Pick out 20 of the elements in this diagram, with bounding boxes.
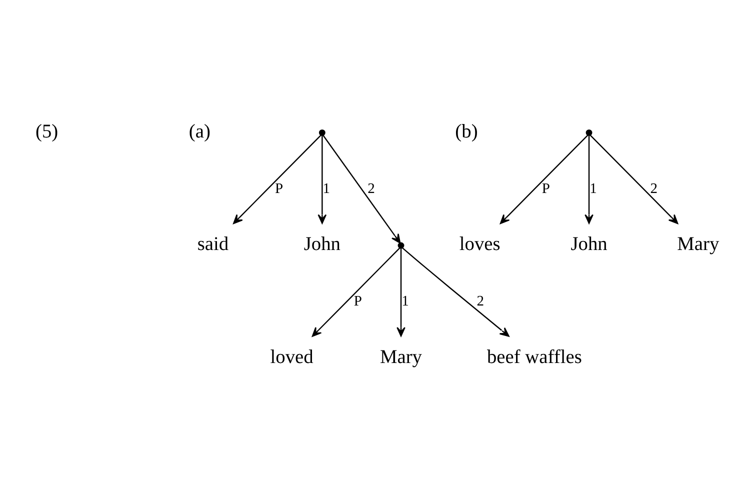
edge-label: 2 [476,293,484,310]
label: (b) [455,120,478,142]
node-text: beef waffles [486,346,582,368]
edge-label: P [275,180,284,196]
edge-label: P [354,293,362,310]
edge-label: 1 [322,180,330,196]
edge-label: 2 [368,180,375,196]
node-text: loved [270,346,314,368]
node-text: John [570,234,608,255]
edge-label: 1 [590,180,597,196]
node-text: loves [459,234,500,255]
edge-label: P [542,180,550,196]
node-text: said [197,234,229,255]
node-text: Mary [380,346,422,368]
label: (a) [188,120,210,142]
node-text: Mary [677,234,720,255]
label: (5) [35,120,58,142]
edge-label: 1 [402,293,409,310]
node-text: John [304,234,340,255]
edge-label: 2 [650,180,658,196]
